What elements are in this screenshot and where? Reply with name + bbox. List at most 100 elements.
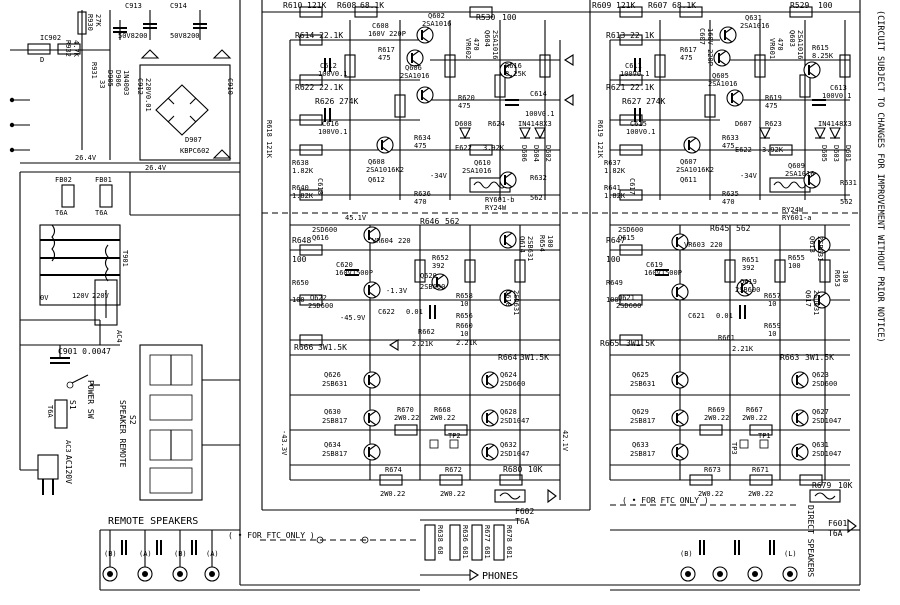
label-q618: Q618 <box>504 290 512 307</box>
label-f601-val: T6A <box>828 529 843 538</box>
label-r658: R658 <box>456 292 473 300</box>
label-r646-val: 562 <box>445 217 460 226</box>
label-r660: R660 <box>456 322 473 330</box>
label-c615-val: 100V0.1 <box>626 128 656 136</box>
label-r529: R529 <box>790 1 809 10</box>
label-jack-l-right: (L) <box>784 550 797 558</box>
label-r680-val: 10K <box>528 465 543 474</box>
label-phones-r2: R636 681 <box>461 525 469 559</box>
label-f602-val: T6A <box>515 517 530 526</box>
transistor-symbol <box>406 49 424 67</box>
label-r621: R621 22.1K <box>606 83 654 92</box>
transistor-symbol <box>416 86 434 104</box>
label-r614: R614 22.1K <box>295 31 343 40</box>
label-q604: Q604 <box>483 30 491 47</box>
label-c914: C914 <box>170 2 187 10</box>
label-v-a: -1.3V <box>386 287 408 295</box>
label-r623-val: 3.92K <box>762 146 784 154</box>
label-r655: R655 <box>788 254 805 262</box>
label-120v: 120V <box>72 292 90 300</box>
label-r634: R634 <box>414 134 431 142</box>
label-q608: Q608 <box>368 158 385 166</box>
label-c607-val: 160V 220P <box>706 28 714 66</box>
label-r650-val: 100 <box>292 296 305 304</box>
label-v-e: -43.3V <box>280 430 288 456</box>
label-r636-val: 470 <box>414 198 427 206</box>
transistor-symbol <box>671 409 689 427</box>
label-jack-b-right: (B) <box>680 550 693 558</box>
transistor-symbol <box>791 443 809 461</box>
label-q606: Q606 <box>405 64 422 72</box>
label-q612: Q612 <box>368 176 385 184</box>
label-r617-val: 475 <box>378 54 391 62</box>
label-volt-f: 45.1V <box>345 214 367 222</box>
label-volt-a-r: -34V <box>740 172 758 180</box>
label-r673: R673 <box>704 466 721 474</box>
label-d606: D606 <box>520 145 528 162</box>
label-d906-part: 1N4003 <box>122 70 130 95</box>
label-ic902-val: D <box>40 56 44 64</box>
label-r624: R624 <box>488 120 505 128</box>
label-volt-1: 26.4V <box>75 154 97 162</box>
label-c619-val: 160V1500P <box>644 269 682 277</box>
label-q611: Q611 <box>680 176 697 184</box>
label-c621-val: 0.01 <box>716 312 733 320</box>
label-r615: R615 <box>812 44 829 52</box>
label-q602: Q602 <box>428 12 445 20</box>
label-jack-a1: (A) <box>139 550 152 558</box>
label-q613: Q613 <box>808 236 816 253</box>
label-r662-val: 2.21K <box>412 340 434 348</box>
label-c612-val: 100V0.1 <box>318 70 348 78</box>
label-ac3: AC3 <box>64 440 72 453</box>
label-c914-desc: 50V8200 <box>170 32 200 40</box>
label-r653-val: 100 <box>841 270 849 283</box>
label-c614: C614 <box>530 90 547 98</box>
label-d601: D601 <box>844 145 852 162</box>
label-vr604: VR604 <box>372 237 393 245</box>
label-q605: Q605 <box>712 72 729 80</box>
label-remote-speakers: REMOTE SPEAKERS <box>108 516 198 527</box>
label-q609: Q609 <box>788 162 805 170</box>
label-r616-val: 8.25K <box>505 70 527 78</box>
bottom-left-channel-labels: R646 562 R648 100 2SD600 Q616 VR604 220 … <box>280 217 569 526</box>
label-r663: R663 <box>780 353 799 362</box>
transistor-symbol <box>363 443 381 461</box>
label-r637: R637 <box>604 159 621 167</box>
side-note: (CIRCUIT SUBJECT TO CHANGES FOR IMPROVEM… <box>875 10 885 343</box>
label-r640: R640 <box>292 184 309 192</box>
label-fb02: FB02 <box>55 176 72 184</box>
label-r647: R647 <box>606 236 625 245</box>
label-t6a-1: T6A <box>55 209 68 217</box>
label-q634: Q634 <box>324 441 341 449</box>
label-e622-r: E622 <box>735 146 752 154</box>
label-d602: D602 <box>544 145 552 162</box>
label-q630-part: 2SB817 <box>322 417 347 425</box>
label-d607: D607 <box>735 120 752 128</box>
label-f601: F601 <box>828 519 847 528</box>
label-r622: R622 22.1K <box>295 83 343 92</box>
label-r648: R648 <box>292 236 311 245</box>
label-r654-val: 100 <box>546 235 554 248</box>
label-c620-val: 160V1500P <box>335 269 373 277</box>
label-q631-part: 2SA1016 <box>740 22 770 30</box>
transistor-symbol <box>431 273 449 291</box>
label-q633: Q633 <box>632 441 649 449</box>
label-volt-a: -34V <box>430 172 448 180</box>
label-r626: R626 274K <box>315 97 359 106</box>
transistor-symbol <box>499 171 517 189</box>
label-r610: R610 <box>283 1 302 10</box>
label-q606-part: 2SA1016 <box>400 72 430 80</box>
label-q625: Q625 <box>632 371 649 379</box>
label-d604: D604 <box>532 145 540 162</box>
label-r619b-val: 475 <box>765 102 778 110</box>
label-q634-part: 2SB817 <box>322 450 347 458</box>
label-c608: C608 <box>372 22 389 30</box>
label-r663-val: 3W1.5K <box>805 353 834 362</box>
label-q628: Q628 <box>500 408 517 416</box>
label-r609-val: 121K <box>616 1 635 10</box>
label-for-ftc-right: ( • FOR FTC ONLY ) <box>622 496 709 505</box>
label-r679-val: 10K <box>838 481 853 490</box>
label-r658-val: 10 <box>460 300 468 308</box>
label-c913: C913 <box>125 2 142 10</box>
